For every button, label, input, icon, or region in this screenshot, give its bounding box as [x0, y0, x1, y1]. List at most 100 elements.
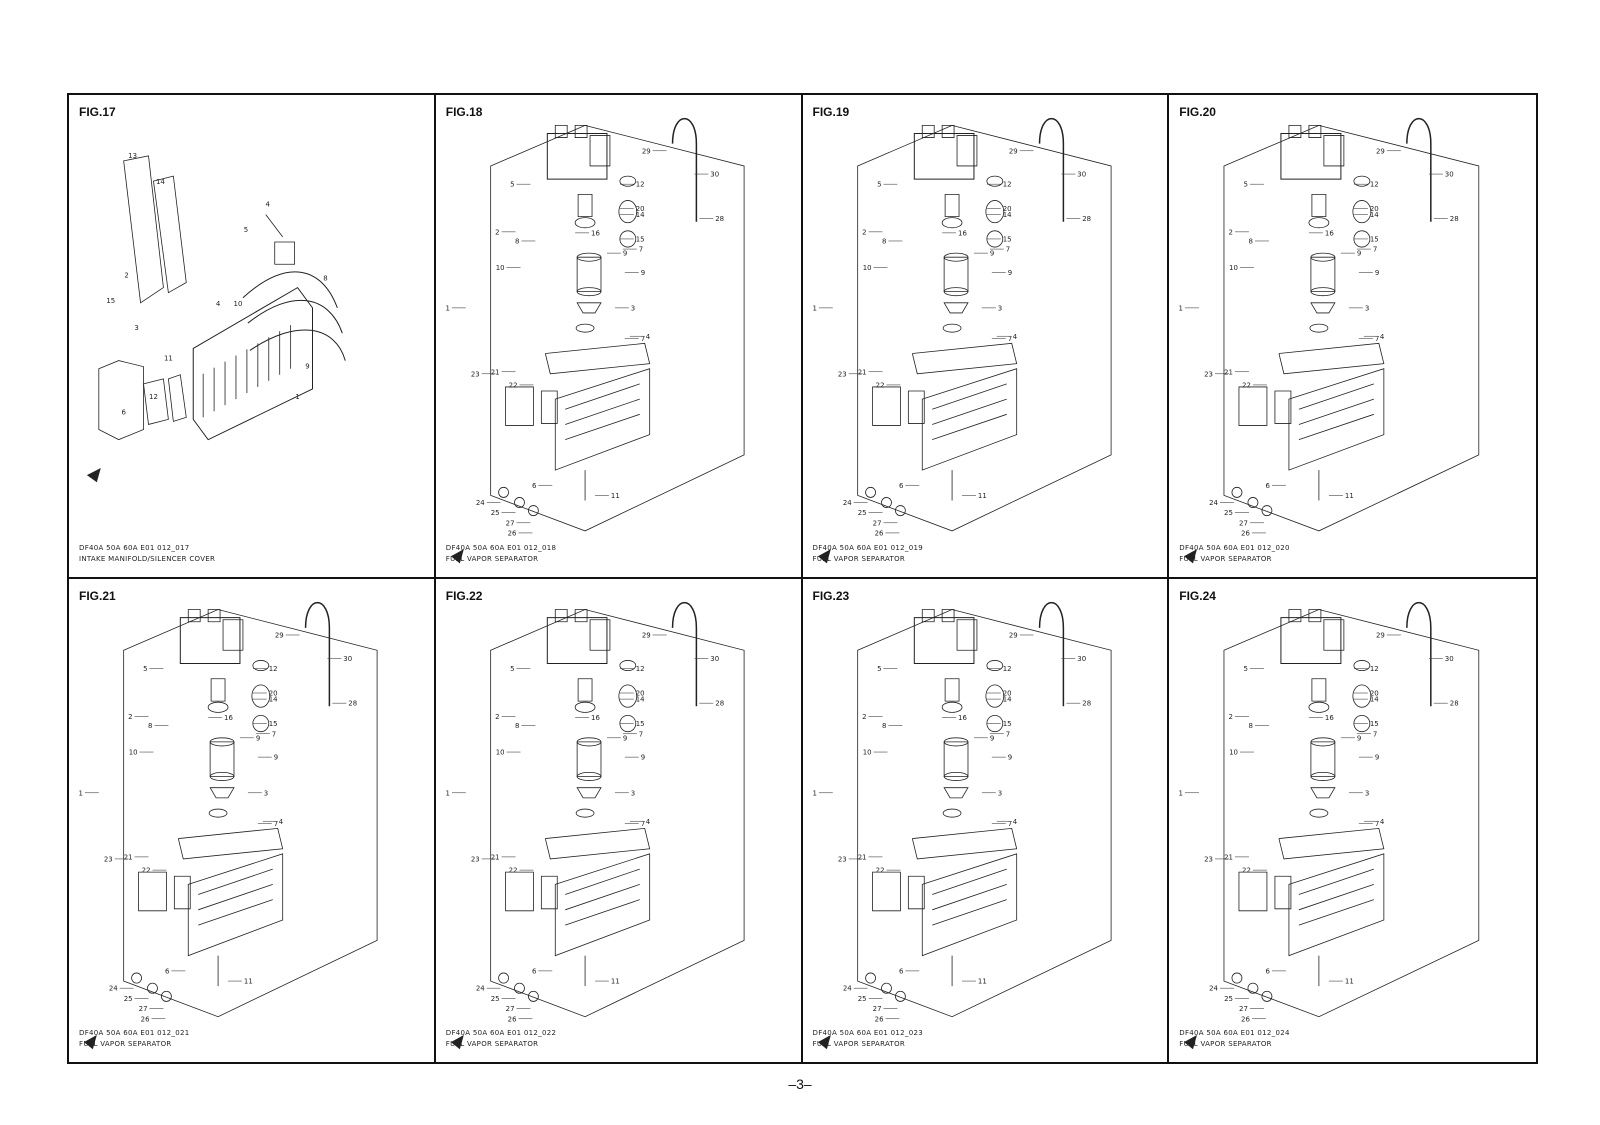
part-number-label: 26	[874, 1014, 883, 1023]
separator-case	[555, 369, 649, 470]
part-number-label: 23	[1204, 369, 1213, 378]
part-number-label: 9	[623, 733, 627, 742]
part-number-label: 11	[977, 491, 986, 500]
part-number-label: 2	[495, 711, 499, 720]
drain-washer	[1248, 983, 1258, 993]
part-number-label: 4	[216, 299, 221, 308]
regulator-body	[1353, 200, 1371, 222]
case-rib	[932, 869, 1007, 894]
figure-caption: DF40A 50A 60A E01 012_019 FUEL VAPOR SEP…	[813, 543, 923, 565]
part-number-label: 27	[139, 1004, 148, 1013]
drain-washer	[514, 983, 524, 993]
silencer-cover	[99, 361, 144, 440]
separator-outline-frame	[490, 125, 743, 530]
part-number-label: 24	[842, 983, 851, 992]
part-number-label: 29	[1376, 630, 1385, 639]
figure-code: DF40A 50A 60A E01 012_021	[79, 1029, 190, 1037]
case-rib	[1299, 884, 1374, 909]
pump-housing-side	[590, 619, 610, 650]
case-rib	[565, 899, 640, 924]
part-number-label: 25	[1224, 993, 1233, 1002]
part-number-label: 9	[1375, 752, 1379, 761]
cover-gasket	[541, 876, 557, 909]
drain-washer	[895, 506, 905, 516]
case-rib	[198, 899, 273, 924]
fuel-filter	[578, 194, 592, 216]
figure-code: DF40A 50A 60A E01 012_022	[445, 1029, 557, 1037]
part-number-label: 13	[128, 151, 137, 160]
front-arrow-icon	[817, 549, 831, 564]
part-number-label: 5	[244, 225, 248, 234]
separator-gasket	[912, 828, 1016, 859]
drain-washer	[1232, 487, 1242, 497]
part-number-label: 30	[1077, 170, 1086, 179]
part-number-label: 10	[1229, 263, 1238, 272]
separator-outline-frame	[490, 609, 743, 1016]
part-number-label: 30	[710, 653, 719, 662]
part-number-label: 7	[1005, 245, 1009, 254]
part-number-label: 7	[1373, 245, 1377, 254]
part-number-label: 27	[872, 1004, 881, 1013]
part-number-label: 9	[1357, 249, 1361, 258]
part-number-label: 26	[507, 528, 516, 537]
figure-caption: DF40A 50A 60A E01 012_022 FUEL VAPOR SEP…	[446, 1028, 556, 1050]
figure-title: FUEL VAPOR SEPARATOR	[812, 554, 906, 563]
part-number-label: 5	[143, 664, 147, 673]
part-number-label: 24	[842, 498, 851, 507]
float-valve	[576, 809, 594, 817]
part-number-label: 11	[611, 976, 620, 985]
manifold-runner	[250, 330, 345, 361]
part-number-label: 5	[1244, 664, 1248, 673]
part-number-label: 21	[124, 852, 133, 861]
separator-cover-plate	[1239, 872, 1267, 911]
pump-housing-side	[1324, 619, 1344, 650]
part-number-label: 9	[274, 752, 278, 761]
part-number-label: 12	[1370, 664, 1379, 673]
part-number-label: 3	[631, 788, 635, 797]
figure-caption: DF40A 50A 60A E01 012_023 FUEL VAPOR SEP…	[813, 1028, 923, 1050]
part-number-label: 21	[857, 367, 866, 376]
fuel-hose	[1039, 602, 1063, 706]
drain-washer	[528, 506, 538, 516]
part-number-label: 15	[269, 719, 278, 728]
part-number-label: 29	[275, 630, 284, 639]
case-rib	[1299, 869, 1374, 894]
regulator-cap	[620, 176, 636, 186]
figure-title: FUEL VAPOR SEPARATOR	[812, 1040, 906, 1048]
o-ring	[986, 231, 1002, 247]
part-number-label: 15	[636, 719, 645, 728]
filter-seal	[208, 702, 228, 712]
part-number-label: 21	[1224, 852, 1233, 861]
regulator-body	[619, 684, 637, 706]
float-valve	[943, 809, 961, 817]
figure-caption: DF40A 50A 60A E01 012_018 FUEL VAPOR SEP…	[446, 543, 556, 565]
front-arrow-icon	[450, 549, 464, 564]
fuel-pump-top-rim	[1311, 737, 1335, 745]
fuel-pump-bottom-rim	[577, 772, 601, 780]
regulator-body	[985, 200, 1003, 222]
drain-washer	[865, 972, 875, 982]
fuel-pump-cylinder	[1311, 741, 1335, 776]
part-number-label: 16	[591, 228, 600, 237]
filter-seal	[942, 218, 962, 228]
part-number-label: 22	[875, 380, 884, 389]
fuel-pump-top-rim	[577, 253, 601, 261]
separator-cover-plate	[139, 872, 167, 911]
figure-title: FUEL VAPOR SEPARATOR	[445, 1040, 539, 1048]
part-number-label: 3	[631, 303, 635, 312]
part-number-label: 25	[491, 508, 500, 517]
separator-gasket	[1279, 828, 1384, 859]
case-rib	[932, 399, 1007, 424]
part-number-label: 7	[272, 729, 276, 738]
fuel-pump-top-rim	[1311, 253, 1335, 261]
drain-washer	[881, 983, 891, 993]
case-rib	[932, 414, 1007, 439]
part-number-label: 27	[505, 518, 514, 527]
part-number-label: 14	[1370, 210, 1379, 219]
pump-bracket	[944, 303, 968, 313]
